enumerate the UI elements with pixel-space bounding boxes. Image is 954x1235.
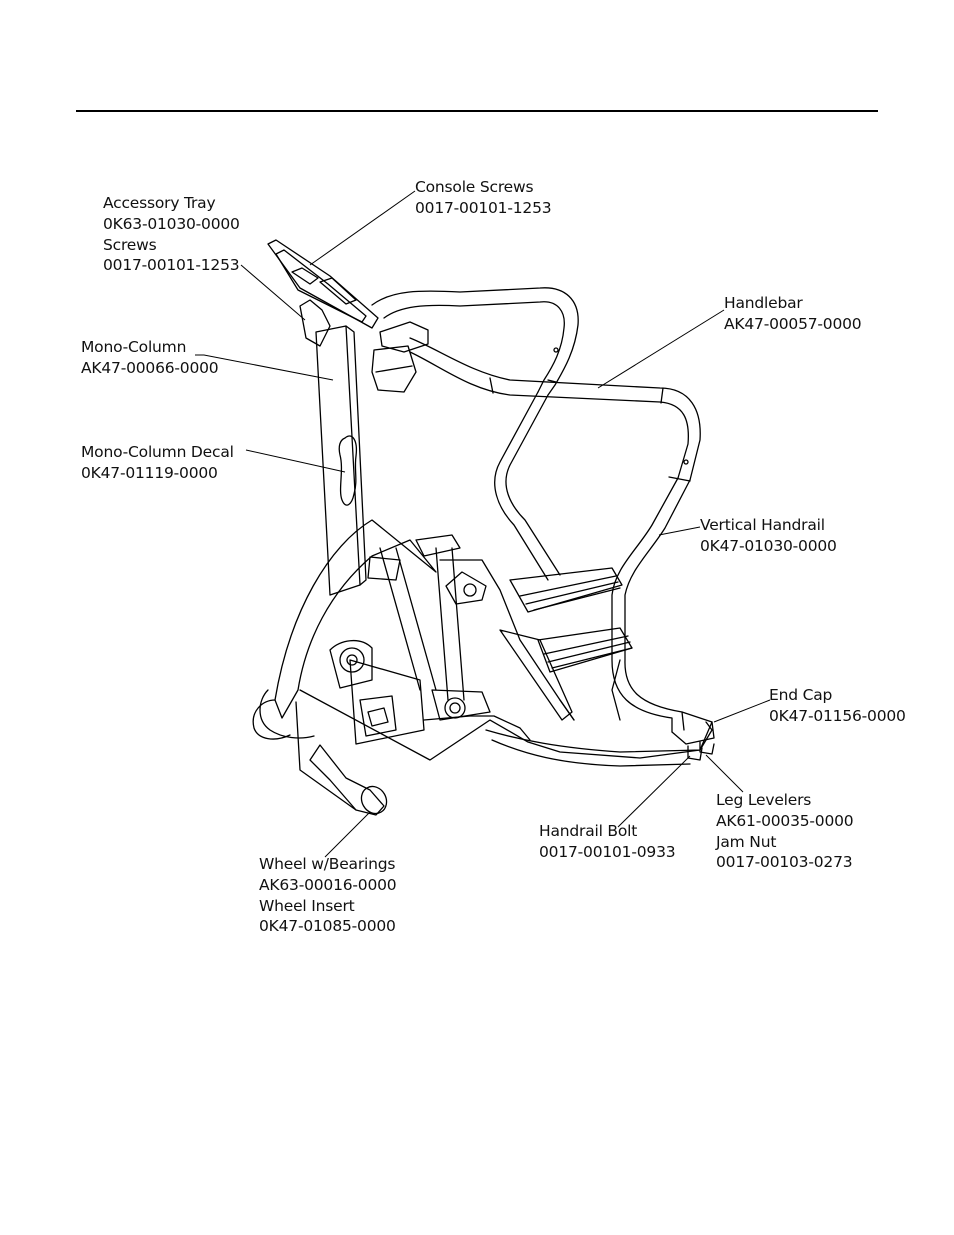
callout-handlebar-part: AK47-00057-0000	[724, 314, 862, 333]
callout-end-cap-part: 0K47-01156-0000	[769, 706, 906, 725]
leader-mono-column-decal	[245, 449, 346, 473]
leader-leg-levelers	[705, 754, 744, 793]
callout-accessory-tray: Accessory Tray 0K63-01030-0000 Screws 00…	[103, 193, 240, 276]
callout-handrail-bolt-part: 0017-00101-0933	[539, 842, 676, 861]
callout-handlebar-name: Handlebar	[724, 294, 803, 312]
frame-drawing	[252, 519, 713, 816]
leader-end-cap	[713, 699, 771, 723]
callout-wheel-insert-name: Wheel Insert	[259, 896, 355, 915]
callout-mono-column-decal-name: Mono-Column Decal	[81, 443, 234, 461]
header-rule	[76, 110, 878, 112]
callout-console-screws-name: Console Screws	[415, 178, 534, 196]
callout-console-screws-part: 0017-00101-1253	[415, 198, 552, 217]
callout-screws-part: 0017-00101-1253	[103, 256, 240, 275]
leader-wheel	[324, 811, 371, 858]
callout-end-cap-name: End Cap	[769, 686, 833, 704]
callout-leg-levelers-name: Leg Levelers	[716, 791, 812, 809]
mono-column-drawing	[315, 325, 367, 596]
vertical-handrail-drawing	[494, 391, 691, 733]
leader-accessory-tray	[240, 264, 306, 321]
callout-mono-column: Mono-Column AK47-00066-0000	[81, 337, 219, 379]
callout-accessory-tray-name: Accessory Tray	[103, 194, 216, 212]
callout-mono-column-part: AK47-00066-0000	[81, 358, 219, 377]
callout-mono-column-name: Mono-Column	[81, 338, 187, 356]
callout-console-screws: Console Screws 0017-00101-1253	[415, 177, 552, 219]
leader-mono-column	[195, 354, 334, 381]
leader-console-screws	[309, 190, 416, 266]
callout-wheel-name: Wheel w/Bearings	[259, 855, 396, 873]
leader-vertical-handrail	[658, 526, 701, 536]
callout-jam-nut-name: Jam Nut	[716, 832, 777, 851]
callout-mono-column-decal: Mono-Column Decal 0K47-01119-0000	[81, 442, 234, 484]
callout-handrail-bolt: Handrail Bolt 0017-00101-0933	[539, 821, 676, 863]
console-drawing	[267, 239, 429, 393]
callout-screws-name: Screws	[103, 235, 157, 254]
callout-vertical-handrail-name: Vertical Handrail	[700, 516, 825, 534]
leader-handlebar	[597, 309, 725, 389]
callout-handrail-bolt-name: Handrail Bolt	[539, 822, 638, 840]
callout-wheel: Wheel w/Bearings AK63-00016-0000 Wheel I…	[259, 854, 397, 937]
callout-vertical-handrail: Vertical Handrail 0K47-01030-0000	[700, 515, 837, 557]
callout-vertical-handrail-part: 0K47-01030-0000	[700, 536, 837, 555]
callout-handlebar: Handlebar AK47-00057-0000	[724, 293, 862, 335]
callout-leg-levelers: Leg Levelers AK61-00035-0000 Jam Nut 001…	[716, 790, 854, 873]
step-pedals-drawing	[439, 559, 633, 721]
base-platform-drawing	[485, 659, 715, 767]
callout-mono-column-decal-part: 0K47-01119-0000	[81, 463, 218, 482]
callout-leg-levelers-part: AK61-00035-0000	[716, 811, 854, 830]
leader-lines	[195, 190, 771, 858]
callout-wheel-insert-part: 0K47-01085-0000	[259, 917, 396, 936]
callout-accessory-tray-part: 0K63-01030-0000	[103, 214, 240, 233]
callout-jam-nut-part: 0017-00103-0273	[716, 853, 853, 872]
leader-handrail-bolt	[617, 755, 691, 828]
handlebar-drawing	[371, 287, 701, 481]
callout-wheel-part: AK63-00016-0000	[259, 875, 397, 894]
callout-end-cap: End Cap 0K47-01156-0000	[769, 685, 906, 727]
